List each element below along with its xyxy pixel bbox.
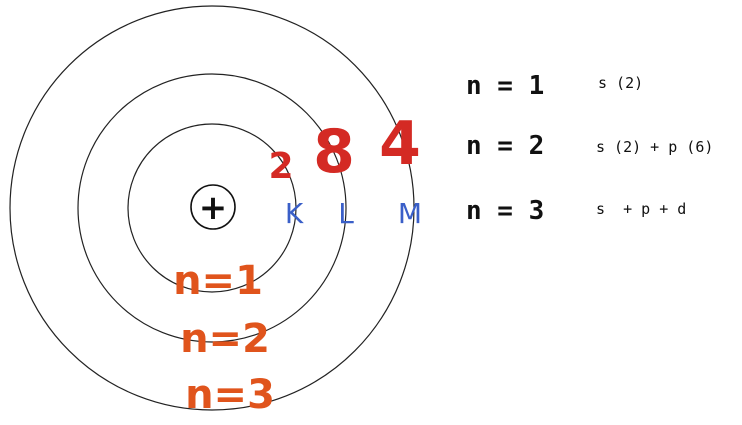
shell-letter-k: K bbox=[285, 197, 304, 230]
energy-level-3: n = 3 bbox=[466, 196, 544, 226]
nucleus bbox=[190, 184, 236, 230]
shell-letter-l: L bbox=[338, 197, 354, 230]
shell-2-circle bbox=[77, 73, 347, 343]
energy-level-1: n = 1 bbox=[466, 71, 544, 101]
energy-level-2: n = 2 bbox=[466, 131, 544, 161]
n-label-1: n=1 bbox=[173, 258, 263, 304]
electron-count-l-shell: 8 bbox=[313, 117, 355, 187]
shell-3-circle bbox=[9, 5, 415, 411]
shell-letter-m: M bbox=[398, 197, 422, 230]
shell-1-circle bbox=[127, 123, 297, 293]
electron-count-m-shell: 4 bbox=[379, 109, 421, 179]
n-label-3: n=3 bbox=[185, 372, 275, 418]
orbitals-level-2: s (2) + p (6) bbox=[596, 138, 713, 156]
nucleus-plus-sign: + bbox=[199, 188, 228, 228]
n-label-2: n=2 bbox=[180, 316, 270, 362]
electron-count-k-shell: 2 bbox=[268, 146, 293, 187]
orbitals-level-3: s + p + d bbox=[596, 200, 686, 218]
orbitals-level-1: s (2) bbox=[598, 74, 643, 92]
